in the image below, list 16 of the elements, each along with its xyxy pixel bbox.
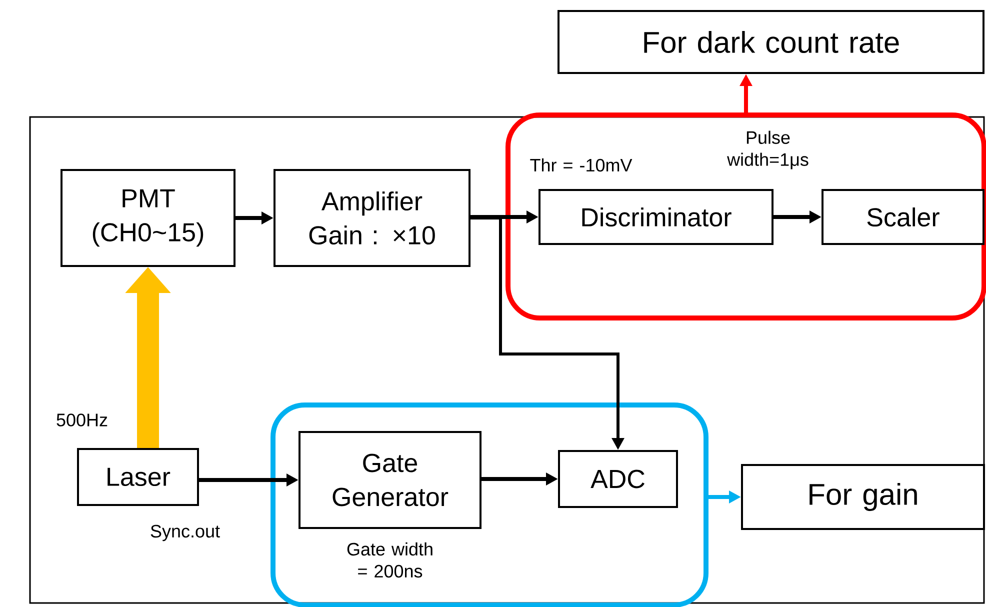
edge-label: Pulse width=1μs [727, 130, 808, 170]
group-outline [270, 402, 708, 607]
block-box: Laser [77, 448, 199, 506]
block-box: Discriminator [538, 189, 774, 245]
block-box: For gain [741, 464, 985, 530]
note-text: Thr = -10mV [530, 158, 632, 172]
edge-label: 500Hz [56, 414, 108, 426]
block-box: Amplifier Gain : ×10 [274, 169, 470, 267]
block-box: ADC [558, 450, 678, 508]
group-outline [506, 112, 986, 320]
block-box: PMT (CH0~15) [60, 169, 236, 267]
block-box: For dark count rate [558, 10, 984, 74]
block-box: Scaler [822, 189, 984, 245]
block-box: Gate Generator [298, 431, 482, 529]
note-text: Gate width = 200ns [347, 542, 432, 578]
edge-label: Sync.out [150, 524, 220, 542]
